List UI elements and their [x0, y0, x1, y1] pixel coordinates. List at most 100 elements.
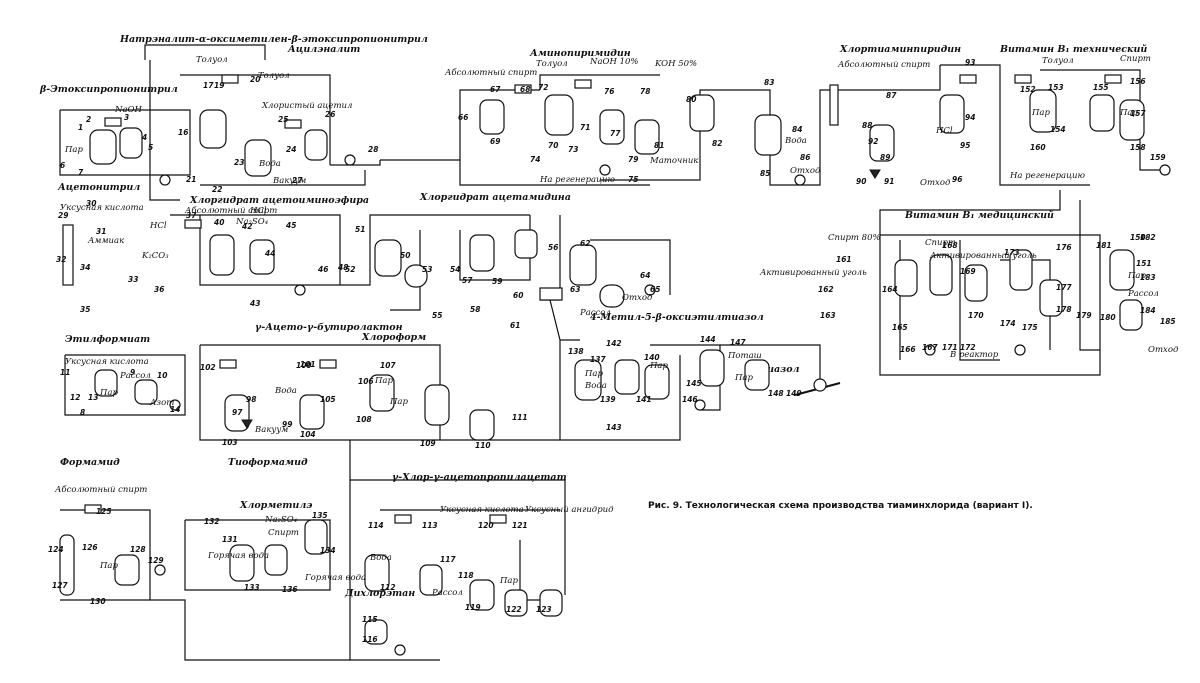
- stream-label: Вода: [274, 386, 297, 396]
- unit-number: 101: [300, 360, 316, 369]
- unit-number: 159: [1150, 153, 1166, 162]
- unit-number: 34: [80, 263, 90, 272]
- stream-label: Рассол: [1127, 289, 1159, 299]
- unit-number: 113: [422, 521, 438, 530]
- unit-number: 12: [70, 393, 80, 402]
- unit-number: 182: [1140, 233, 1156, 242]
- unit-number: 123: [536, 605, 552, 614]
- unit-number: 134: [320, 546, 336, 555]
- unit-number: 83: [764, 78, 774, 87]
- stream-label: KOH 50%: [654, 59, 697, 69]
- stream-label: Аммиак: [87, 236, 125, 246]
- unit-number: 40: [214, 218, 224, 227]
- unit-number: 6: [60, 161, 65, 170]
- unit-number: 76: [604, 87, 614, 96]
- stream-label: Пар: [1031, 108, 1050, 118]
- unit-number: 67: [490, 85, 501, 94]
- unit-number: 57: [462, 276, 473, 285]
- unit-number: 22: [212, 185, 222, 194]
- unit-number: 82: [712, 139, 722, 148]
- unit-number: 142: [606, 339, 622, 348]
- stream-label: Активированный уголь: [759, 268, 867, 278]
- unit-number: 162: [818, 285, 834, 294]
- unit-number: 59: [492, 277, 502, 286]
- section-acylnitrile: Ацилэналит: [287, 44, 360, 55]
- unit-number: 11: [60, 368, 70, 377]
- unit-number: 87: [886, 91, 897, 100]
- unit-number: 66: [458, 113, 468, 122]
- stream-label: Абсолютный спирт: [444, 67, 537, 78]
- figure-caption: Рис. 9. Технологическая схема производст…: [648, 501, 1033, 511]
- stream-label: Вода: [584, 381, 607, 391]
- unit-number: 94: [965, 113, 975, 122]
- stream-label: Горячая вода: [207, 551, 269, 561]
- unit-number: 21: [186, 175, 196, 184]
- unit-number: 58: [470, 305, 480, 314]
- section-chlorthiamine: Хлортиаминпиридин: [839, 44, 961, 55]
- unit-number: 27: [292, 176, 303, 185]
- stream-label: Отход: [790, 166, 821, 176]
- unit-number: 69: [490, 137, 500, 146]
- unit-number: 157: [1130, 109, 1146, 118]
- unit-number: 61: [510, 321, 520, 330]
- unit-number: 112: [380, 583, 396, 592]
- section-ethoxypropionitrile: β-Этоксипропионитрил: [39, 84, 178, 95]
- unit-number: 32: [56, 255, 66, 264]
- unit-number: 126: [82, 543, 98, 552]
- stream-label: Пар: [584, 369, 603, 379]
- section-formamide: Формамид: [60, 457, 120, 468]
- unit-number: 93: [965, 58, 975, 67]
- unit-number: 119: [465, 603, 481, 612]
- unit-number: 50: [400, 251, 410, 260]
- unit-number: 144: [700, 335, 716, 344]
- unit-number: 149: [786, 389, 802, 398]
- stream-label: Отход: [1148, 345, 1179, 355]
- unit-number: 91: [884, 177, 894, 186]
- unit-number: 181: [1096, 241, 1112, 250]
- stream-label: Na₂SO₄: [264, 515, 298, 525]
- unit-number: 43: [250, 299, 260, 308]
- section-thioformamide: Тиоформамид: [228, 457, 308, 468]
- unit-number: 51: [355, 225, 365, 234]
- unit-number: 137: [590, 355, 606, 364]
- section-chlorethyl: Хлорметилэ: [239, 500, 312, 511]
- unit-number: 173: [1004, 248, 1020, 257]
- unit-number: 46: [318, 265, 328, 274]
- stream-label: Пар: [64, 145, 83, 155]
- unit-number: 36: [154, 285, 164, 294]
- unit-number: 98: [246, 395, 256, 404]
- stream-label: Вода: [258, 159, 281, 169]
- unit-number: 114: [368, 521, 384, 530]
- unit-number: 127: [52, 581, 68, 590]
- unit-number: 89: [880, 153, 890, 162]
- unit-number: 152: [1020, 85, 1036, 94]
- unit-number: 102: [200, 363, 216, 372]
- unit-number: 3: [124, 113, 129, 122]
- stream-label: Толуол: [196, 55, 228, 65]
- stream-label: HCl: [249, 206, 267, 216]
- section-chloroform: Хлороформ: [361, 332, 426, 343]
- stream-label: HCl: [935, 126, 953, 136]
- unit-number: 37: [186, 211, 197, 220]
- unit-number: 90: [856, 177, 866, 186]
- stream-label: Спирт: [1120, 54, 1151, 64]
- unit-number: 9: [130, 368, 135, 377]
- unit-number: 42: [242, 222, 252, 231]
- unit-number: 171: [942, 343, 958, 352]
- unit-number: 172: [960, 343, 976, 352]
- unit-number: 176: [1056, 243, 1072, 252]
- unit-number: 92: [868, 137, 878, 146]
- unit-number: 164: [882, 285, 898, 294]
- unit-number: 88: [862, 121, 872, 130]
- unit-number: 24: [286, 145, 296, 154]
- unit-number: 35: [80, 305, 90, 314]
- section-nitrile-reagents: Натрэналит-α-оксиметилен-β-этоксипропион…: [119, 34, 428, 45]
- unit-number: 146: [682, 395, 698, 404]
- unit-number: 133: [244, 583, 260, 592]
- stream-label: Абсолютный спирт: [837, 59, 930, 70]
- unit-number: 168: [942, 241, 958, 250]
- unit-number: 7: [78, 168, 84, 177]
- unit-number: 23: [234, 158, 244, 167]
- section-ethyl-formate: Этилформиат: [65, 334, 150, 345]
- stream-label: HCl: [149, 221, 167, 231]
